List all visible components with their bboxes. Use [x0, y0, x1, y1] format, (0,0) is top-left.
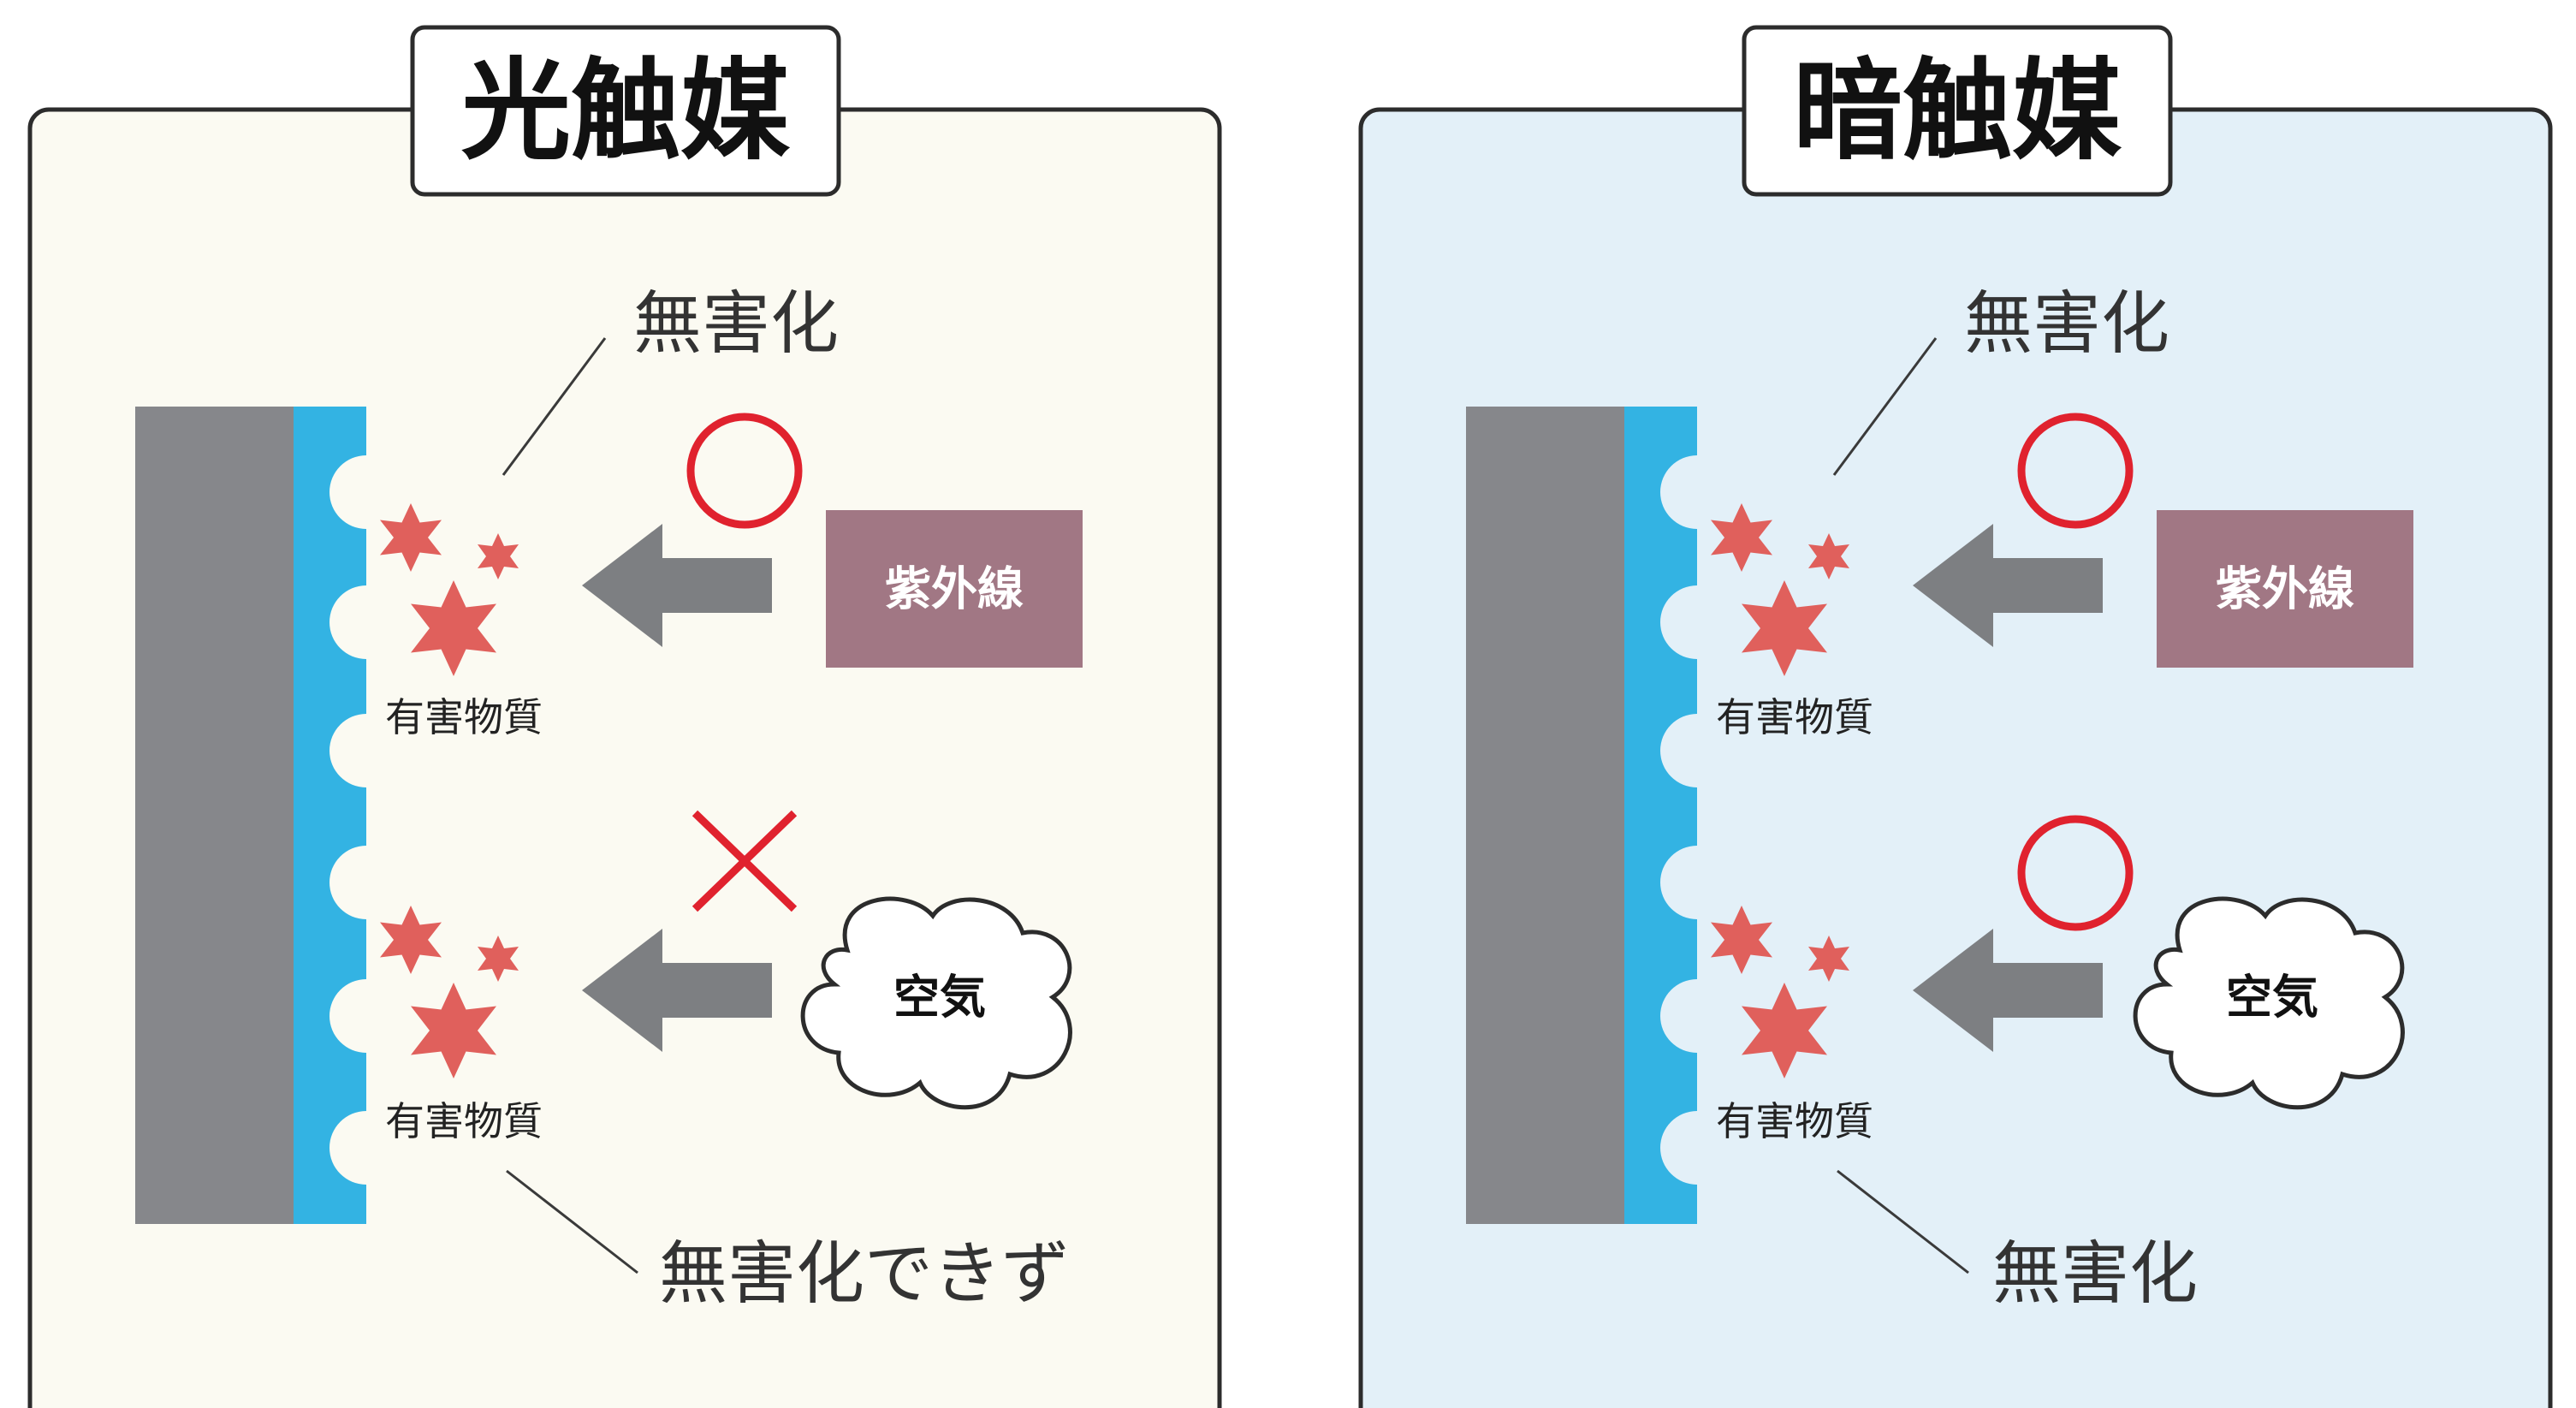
mark-circle-uv — [2017, 413, 2134, 529]
leader-line-bottom — [506, 1169, 638, 1274]
mark-cross-air — [691, 810, 798, 912]
result-label-top: 無害化 — [1964, 284, 2169, 364]
catalyst-coating — [1624, 407, 1697, 1224]
result-label-bottom: 無害化できず — [659, 1234, 1070, 1314]
substrate-wall — [135, 407, 294, 1224]
leader-line-bottom — [1837, 1169, 1969, 1274]
result-label-top: 無害化 — [633, 284, 839, 364]
substrate-wall — [1466, 407, 1624, 1224]
uv-label: 紫外線 — [2216, 562, 2354, 616]
coating-scallops — [1660, 455, 1734, 1185]
uv-box — [2157, 510, 2413, 668]
mark-circle-uv — [686, 413, 803, 529]
panel-photocatalyst-title-box — [410, 25, 841, 197]
uv-box — [826, 510, 1083, 668]
panel-dark-catalyst-title-box — [1742, 25, 2173, 197]
air-label: 空気 — [893, 971, 986, 1025]
panel-dark-catalyst: 暗触媒 無害化 有害物質 紫外線 有害物質 空気 無害化 — [1358, 25, 2553, 1408]
substance-label-top: 有害物質 — [1716, 694, 1873, 740]
panel-photocatalyst: 光触媒 無害化 有害物質 紫外線 有害物質 空気 無害 — [27, 25, 1222, 1408]
result-label-bottom: 無害化 — [1992, 1234, 2198, 1314]
air-label: 空気 — [2226, 971, 2318, 1025]
coating-scallops — [329, 455, 403, 1185]
catalyst-coating — [294, 407, 366, 1224]
mark-circle-air — [2017, 815, 2134, 931]
substance-label-top: 有害物質 — [385, 694, 543, 740]
leader-line-top — [1832, 337, 1938, 476]
panel-photocatalyst-title: 光触媒 — [461, 48, 791, 175]
uv-label: 紫外線 — [885, 562, 1024, 616]
substance-label-bottom: 有害物質 — [385, 1098, 543, 1144]
leader-line-top — [502, 337, 607, 476]
substance-label-bottom: 有害物質 — [1716, 1098, 1873, 1144]
panel-dark-catalyst-title: 暗触媒 — [1793, 48, 2122, 175]
